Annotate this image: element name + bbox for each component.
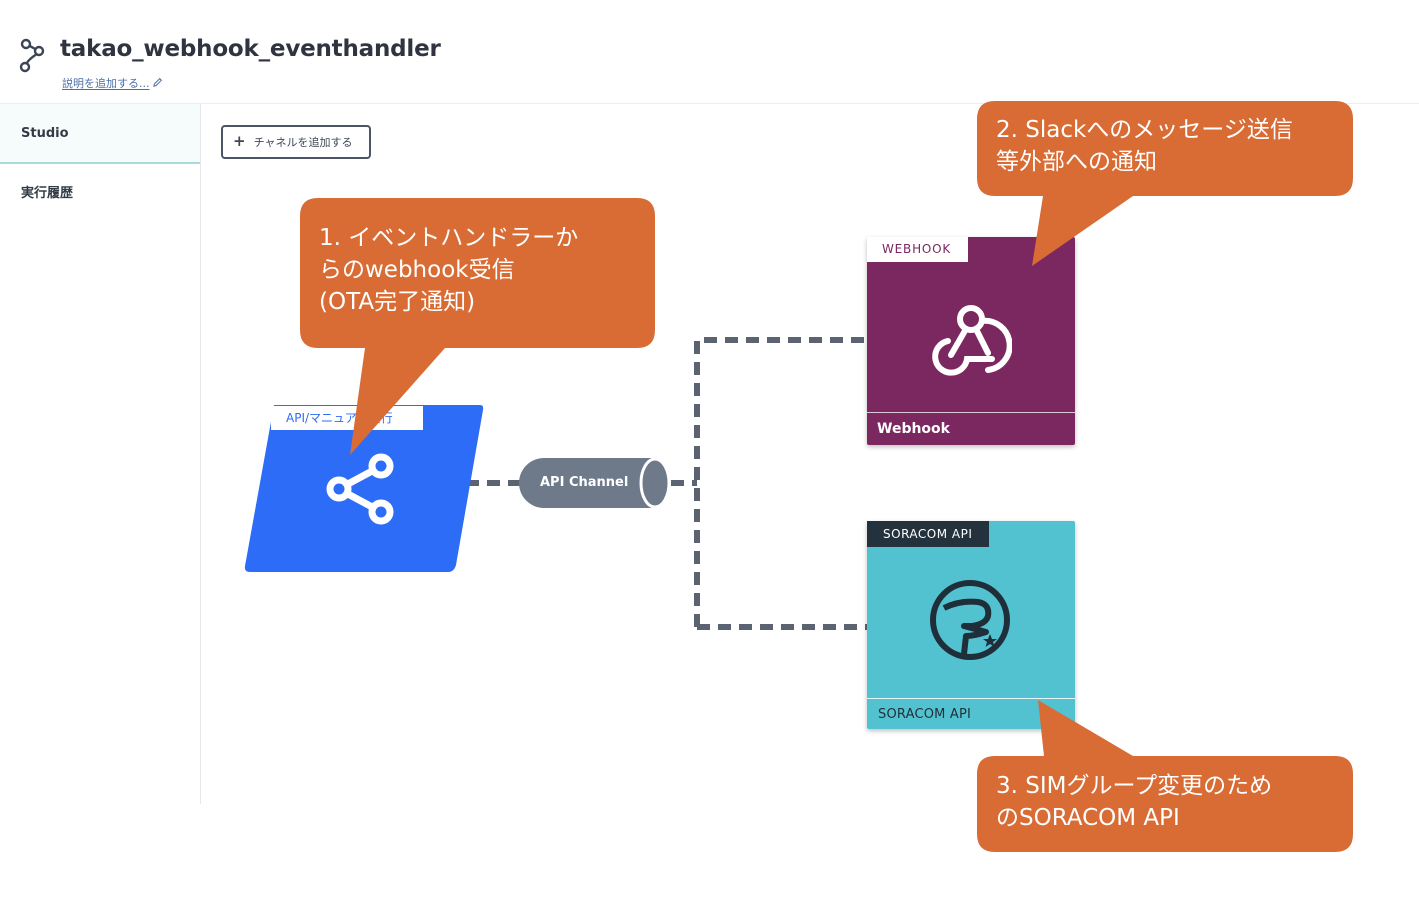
soracom-tag: SORACOM API xyxy=(867,521,989,547)
flow-icon xyxy=(19,38,45,73)
soracom-api-node[interactable]: SORACOM API SORACOM API xyxy=(867,521,1075,729)
webhook-node[interactable]: WEBHOOK Webhook xyxy=(867,237,1075,445)
sidebar-item-studio[interactable]: Studio xyxy=(0,104,200,164)
add-description-link[interactable]: 説明を追加する... xyxy=(62,75,163,91)
callout-3-line: のSORACOM API xyxy=(996,805,1180,831)
plus-icon: + xyxy=(233,131,246,150)
callout-1-line: 1. イベントハンドラーか xyxy=(319,225,579,251)
add-channel-button[interactable]: + チャネルを追加する xyxy=(221,125,371,159)
callout-1-text: 1. イベントハンドラーか らのwebhook受信 (OTA完了通知) xyxy=(319,222,578,318)
callout-1-line: らのwebhook受信 xyxy=(319,257,515,283)
source-node-tag: API/マニュアル実行 xyxy=(286,411,393,425)
webhook-divider xyxy=(867,412,1075,413)
add-description-label: 説明を追加する... xyxy=(62,77,150,90)
pencil-icon xyxy=(152,77,162,87)
callout-3-text: 3. SIMグループ変更のため のSORACOM API xyxy=(996,770,1272,834)
header-divider xyxy=(0,103,1419,104)
sidebar: Studio 実行履歴 xyxy=(0,104,201,804)
soracom-name: SORACOM API xyxy=(878,707,972,722)
channel-label: API Channel xyxy=(540,475,629,490)
webhook-tag: WEBHOOK xyxy=(867,237,968,262)
add-channel-label: チャネルを追加する xyxy=(253,136,353,149)
callout-2-line: 2. Slackへのメッセージ送信 xyxy=(996,117,1293,143)
share-icon xyxy=(326,453,394,525)
sidebar-item-history[interactable]: 実行履歴 xyxy=(21,186,74,201)
callout-2-line: 等外部への通知 xyxy=(996,149,1157,175)
callout-3-line: 3. SIMグループ変更のため xyxy=(996,773,1273,799)
webhook-name: Webhook xyxy=(877,421,950,437)
callout-1-line: (OTA完了通知) xyxy=(319,289,476,315)
api-channel-node[interactable] xyxy=(518,457,670,509)
page-title: takao_webhook_eventhandler xyxy=(60,36,441,62)
soracom-logo-icon xyxy=(930,580,1010,660)
callout-2-text: 2. Slackへのメッセージ送信 等外部への通知 xyxy=(996,114,1293,178)
soracom-divider xyxy=(867,698,1075,699)
webhook-icon xyxy=(932,305,1012,376)
